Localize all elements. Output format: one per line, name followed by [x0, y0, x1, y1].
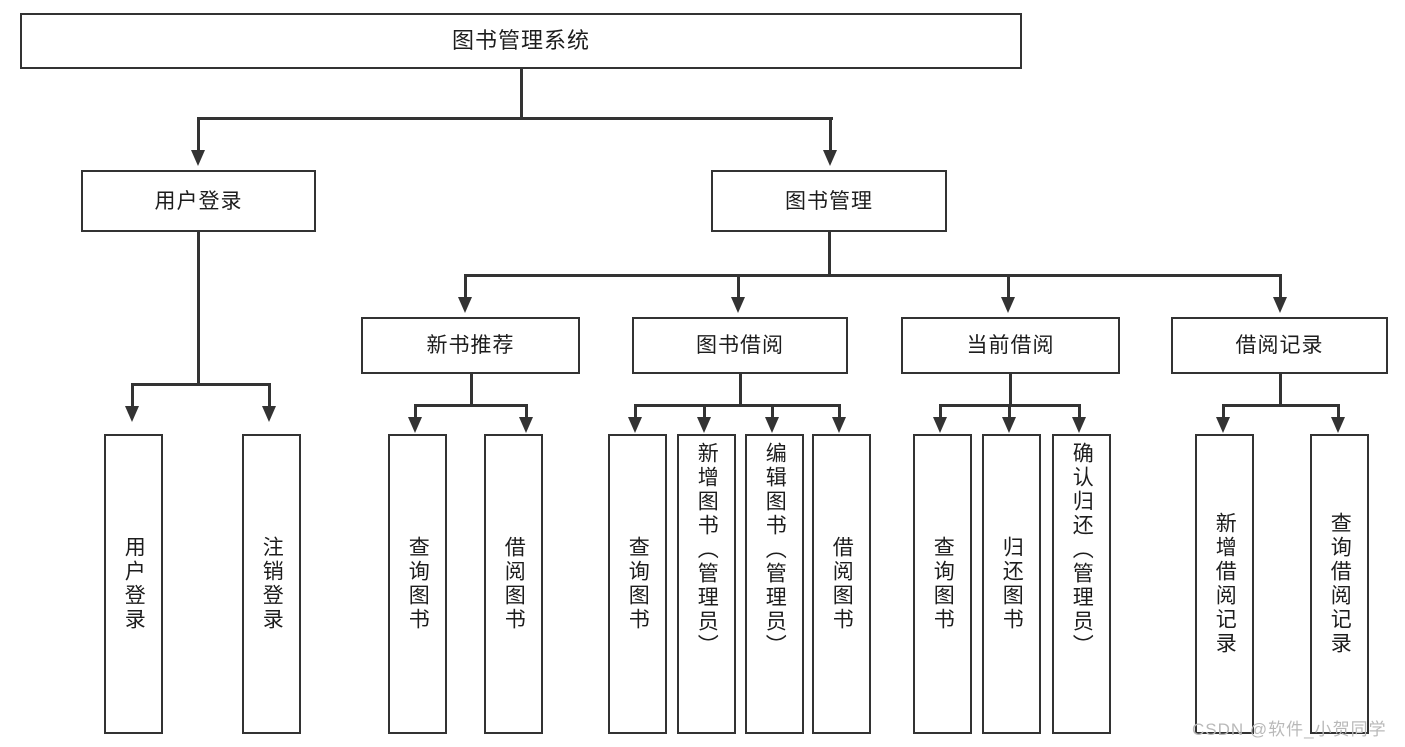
- node-label: 当前借阅: [966, 334, 1055, 357]
- node-label: 查询图书: [931, 536, 955, 632]
- arrow-new-book-leaf2: [519, 417, 533, 433]
- arrow-user-login-leaf2: [262, 406, 276, 422]
- node-current-borrow[interactable]: 当前借阅: [901, 317, 1120, 374]
- leaf-query-borrow-record[interactable]: 查询借阅记录: [1310, 434, 1369, 734]
- csdn-watermark: CSDN @软件_小贺同学: [1192, 720, 1387, 739]
- arrow-book-borrow-leaf3: [765, 417, 779, 433]
- connector-book-borrow-leaf2: [703, 404, 706, 418]
- leaf-edit-book-admin[interactable]: 编辑图书（管理员）: [745, 434, 804, 734]
- node-label: 用户登录: [154, 189, 243, 213]
- node-label: 新增图书（管理员）: [695, 442, 719, 658]
- leaf-logout[interactable]: 注销登录: [242, 434, 301, 734]
- connector-borrow-record-bar: [1223, 404, 1339, 407]
- node-label: 图书借阅: [696, 334, 784, 357]
- leaf-add-book-admin[interactable]: 新增图书（管理员）: [677, 434, 736, 734]
- arrow-root-to-user-login: [191, 150, 205, 166]
- leaf-query-book-recommend[interactable]: 查询图书: [388, 434, 447, 734]
- node-borrow-record[interactable]: 借阅记录: [1171, 317, 1388, 374]
- leaf-user-login[interactable]: 用户登录: [104, 434, 163, 734]
- arrow-borrow-record-leaf2: [1331, 417, 1345, 433]
- connector-book-management-bar: [464, 274, 1282, 277]
- node-label: 新书推荐: [426, 334, 515, 357]
- connector-user-login-bar: [132, 383, 269, 386]
- node-label: 借阅图书: [830, 536, 854, 632]
- arrow-new-book-leaf1: [408, 417, 422, 433]
- connector-bm-to-current-borrow: [1007, 274, 1010, 298]
- node-label: 归还图书: [1000, 536, 1024, 632]
- leaf-return-book[interactable]: 归还图书: [982, 434, 1041, 734]
- arrow-current-borrow-leaf3: [1072, 417, 1086, 433]
- connector-root-bar: [198, 117, 833, 120]
- node-label: 查询借阅记录: [1328, 512, 1352, 656]
- node-root-book-management-system[interactable]: 图书管理系统: [20, 13, 1022, 69]
- leaf-add-borrow-record[interactable]: 新增借阅记录: [1195, 434, 1254, 734]
- connector-root-to-book-management: [829, 117, 832, 151]
- leaf-borrow-book-recommend[interactable]: 借阅图书: [484, 434, 543, 734]
- node-label: 借阅图书: [502, 536, 526, 632]
- connector-new-book-leaf2: [525, 404, 528, 418]
- connector-new-book-leaf1: [414, 404, 417, 418]
- connector-bm-to-book-borrow: [737, 274, 740, 298]
- connector-bm-to-borrow-record: [1279, 274, 1282, 298]
- node-label: 用户登录: [122, 536, 146, 632]
- connector-bm-to-new-book: [464, 274, 467, 298]
- arrow-borrow-record-leaf1: [1216, 417, 1230, 433]
- node-label: 注销登录: [260, 536, 284, 632]
- node-label: 查询图书: [406, 536, 430, 632]
- node-label: 新增借阅记录: [1213, 512, 1237, 656]
- arrow-current-borrow-leaf1: [933, 417, 947, 433]
- connector-current-borrow-leaf2: [1008, 404, 1011, 418]
- connector-user-login-leaf2: [268, 383, 271, 407]
- connector-root-stem: [520, 69, 523, 118]
- arrow-current-borrow-leaf2: [1002, 417, 1016, 433]
- connector-book-management-stem: [828, 232, 831, 275]
- node-label: 查询图书: [626, 536, 650, 632]
- node-label: 图书管理系统: [451, 28, 590, 53]
- arrow-book-borrow-leaf1: [628, 417, 642, 433]
- connector-book-borrow-leaf3: [771, 404, 774, 418]
- connector-new-book-bar: [415, 404, 527, 407]
- leaf-confirm-return-admin[interactable]: 确认归还（管理员）: [1052, 434, 1111, 734]
- connector-current-borrow-leaf1: [939, 404, 942, 418]
- leaf-query-book-borrow[interactable]: 查询图书: [608, 434, 667, 734]
- connector-book-borrow-leaf4: [838, 404, 841, 418]
- node-new-book-recommend[interactable]: 新书推荐: [361, 317, 580, 374]
- leaf-query-book-current[interactable]: 查询图书: [913, 434, 972, 734]
- node-book-borrow[interactable]: 图书借阅: [632, 317, 848, 374]
- connector-book-borrow-bar: [635, 404, 839, 407]
- connector-book-borrow-stem: [739, 374, 742, 406]
- arrow-book-borrow-leaf2: [697, 417, 711, 433]
- connector-user-login-leaf1: [131, 383, 134, 407]
- connector-borrow-record-leaf1: [1222, 404, 1225, 418]
- arrow-bm-to-book-borrow: [731, 297, 745, 313]
- leaf-borrow-book[interactable]: 借阅图书: [812, 434, 871, 734]
- connector-borrow-record-leaf2: [1337, 404, 1340, 418]
- connector-new-book-stem: [470, 374, 473, 406]
- node-label: 图书管理: [785, 189, 873, 213]
- arrow-user-login-leaf1: [125, 406, 139, 422]
- connector-book-borrow-leaf1: [634, 404, 637, 418]
- connector-current-borrow-stem: [1009, 374, 1012, 406]
- node-label: 借阅记录: [1235, 334, 1324, 357]
- node-book-management[interactable]: 图书管理: [711, 170, 947, 232]
- connector-root-to-user-login: [197, 117, 200, 151]
- connector-borrow-record-stem: [1279, 374, 1282, 406]
- node-user-login[interactable]: 用户登录: [81, 170, 316, 232]
- node-label: 编辑图书（管理员）: [763, 442, 787, 658]
- connector-user-login-stem: [197, 232, 200, 385]
- node-label: 确认归还（管理员）: [1070, 442, 1094, 658]
- arrow-root-to-book-management: [823, 150, 837, 166]
- arrow-book-borrow-leaf4: [832, 417, 846, 433]
- arrow-bm-to-borrow-record: [1273, 297, 1287, 313]
- arrow-bm-to-current-borrow: [1001, 297, 1015, 313]
- connector-current-borrow-leaf3: [1078, 404, 1081, 418]
- arrow-bm-to-new-book: [458, 297, 472, 313]
